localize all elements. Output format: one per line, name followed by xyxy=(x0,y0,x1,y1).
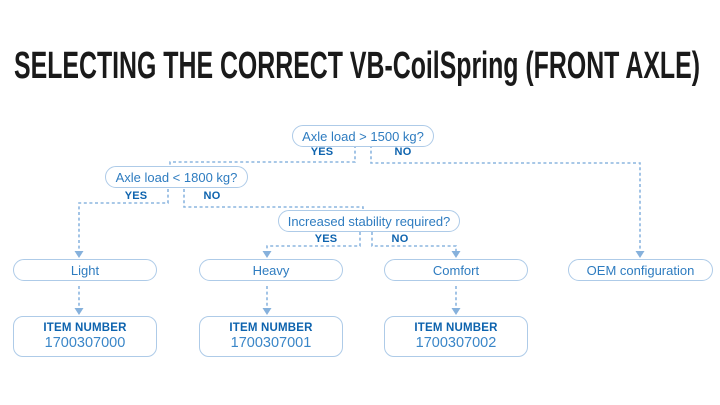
q1-no-label: NO xyxy=(394,146,412,158)
page-title: SELECTING THE CORRECT VB-CoilSpring (FRO… xyxy=(14,45,700,87)
q3-no-label: NO xyxy=(391,233,409,245)
item-number-label: ITEM NUMBER xyxy=(43,322,127,334)
q2-no-label: NO xyxy=(203,190,221,202)
outcome-comfort: Comfort xyxy=(384,259,528,281)
outcome-heavy: Heavy xyxy=(199,259,343,281)
arrow-down-heavy-icon xyxy=(262,251,272,258)
arrow-down-oem-icon xyxy=(635,251,645,258)
item-number-value: 1700307001 xyxy=(230,335,312,351)
arrow-down-item1-icon xyxy=(262,308,272,315)
q3-yes-label: YES xyxy=(314,233,338,245)
outcome-light: Light xyxy=(13,259,157,281)
question-axle-load-1500: Axle load > 1500 kg? xyxy=(292,125,434,147)
question-axle-load-1800: Axle load < 1800 kg? xyxy=(105,166,248,188)
item-number-box-comfort: ITEM NUMBER 1700307002 xyxy=(384,316,528,357)
page-title-svg: SELECTING THE CORRECT VB-CoilSpring (FRO… xyxy=(14,45,700,87)
item-number-label: ITEM NUMBER xyxy=(229,322,313,334)
q1-yes-label: YES xyxy=(310,146,334,158)
item-number-box-heavy: ITEM NUMBER 1700307001 xyxy=(199,316,343,357)
arrow-down-light-icon xyxy=(74,251,84,258)
item-number-value: 1700307000 xyxy=(44,335,126,351)
item-number-box-light: ITEM NUMBER 1700307000 xyxy=(13,316,157,357)
question-increased-stability: Increased stability required? xyxy=(278,210,460,232)
arrow-down-item0-icon xyxy=(74,308,84,315)
item-number-value: 1700307002 xyxy=(415,335,497,351)
outcome-oem-configuration: OEM configuration xyxy=(568,259,713,281)
q2-yes-label: YES xyxy=(124,190,148,202)
arrow-down-comfort-icon xyxy=(451,251,461,258)
arrow-down-item2-icon xyxy=(451,308,461,315)
item-number-label: ITEM NUMBER xyxy=(414,322,498,334)
